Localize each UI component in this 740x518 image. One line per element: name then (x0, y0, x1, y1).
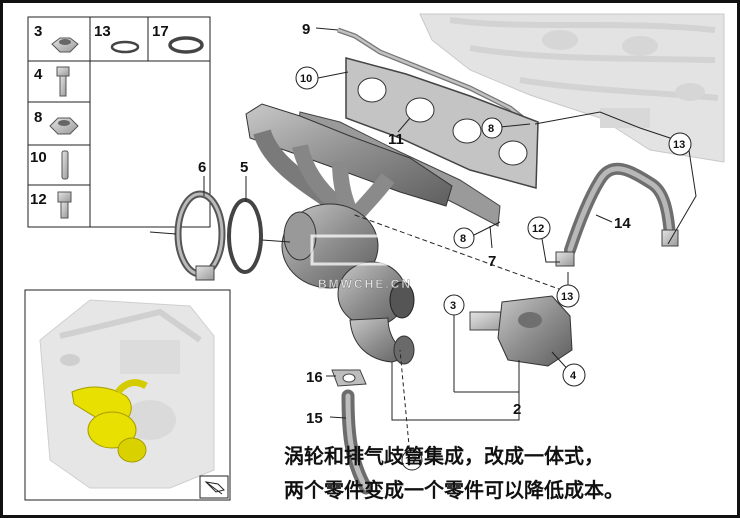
callout-circle-17 (401, 449, 423, 471)
engine-inset (24, 289, 231, 501)
legend-num-4: 4 (34, 66, 43, 83)
callout-circle-13a (668, 132, 692, 156)
callout-13b: 13 (561, 291, 573, 303)
highlighted-turbo (71, 379, 148, 463)
callout-6: 6 (198, 159, 206, 176)
callout-circle-3 (443, 294, 465, 316)
leader-lines (149, 27, 697, 457)
callout-4: 4 (570, 370, 577, 382)
callout-12: 12 (532, 223, 544, 235)
bolt-icon (56, 66, 70, 97)
wastegate-actuator-part (469, 295, 573, 367)
engine-head-ghost (419, 13, 725, 163)
caption-line-1: 涡轮和排气歧管集成，改成一体式， (284, 444, 604, 468)
gasket-strip-part (337, 27, 532, 126)
callout-8a: 8 (488, 123, 494, 135)
small-gasket-part (331, 369, 367, 387)
manifold-gasket-part (345, 57, 539, 189)
small-oring-icon (110, 40, 140, 54)
callout-10: 10 (300, 73, 312, 85)
watermark-text: BMWCHE.CN (318, 277, 412, 291)
watermark: BMWCHE.CN (310, 234, 412, 291)
legend-num-13: 13 (94, 23, 111, 40)
oring-part (227, 198, 263, 274)
callout-circle-13b (556, 284, 580, 308)
callout-circle-12 (527, 216, 551, 240)
callout-circle-8b (453, 227, 475, 249)
coolant-pipe-part (341, 389, 373, 495)
callout-labels: 9 10 11 8 8 7 6 5 13 14 12 13 3 4 2 16 (198, 21, 692, 471)
legend-num-12: 12 (30, 191, 47, 208)
hex-nut-icon (51, 37, 79, 53)
callout-9: 9 (302, 21, 310, 38)
callout-15: 15 (306, 410, 323, 427)
callout-11: 11 (388, 131, 404, 148)
large-oring-icon (168, 36, 204, 54)
socket-screw-icon (57, 191, 72, 219)
legend-grid: 3 13 17 4 8 (27, 16, 211, 228)
callout-8b: 8 (460, 233, 466, 245)
callout-circle-10 (295, 66, 319, 90)
callout-7: 7 (488, 253, 496, 270)
legend-num-8: 8 (34, 109, 42, 126)
callout-16: 16 (306, 369, 323, 386)
callout-5: 5 (240, 159, 248, 176)
hex-nut-icon (49, 117, 79, 135)
callout-3: 3 (450, 300, 456, 312)
callout-2: 2 (513, 401, 521, 418)
view-arrow-icon (199, 475, 229, 499)
stud-pin-icon (61, 150, 69, 180)
legend-num-17: 17 (152, 23, 169, 40)
caption-line-2: 两个零件变成一个零件可以降低成本。 (284, 478, 624, 502)
v-band-clamp-part (174, 190, 226, 281)
callout-14: 14 (614, 215, 631, 232)
callout-13a: 13 (673, 139, 685, 151)
callout-17: 17 (405, 455, 417, 467)
callout-circle-8a (481, 117, 503, 139)
turbo-manifold-assembly (245, 103, 453, 365)
legend-num-3: 3 (34, 23, 42, 40)
legend-num-10: 10 (30, 149, 47, 166)
callout-circle-4 (562, 363, 586, 387)
